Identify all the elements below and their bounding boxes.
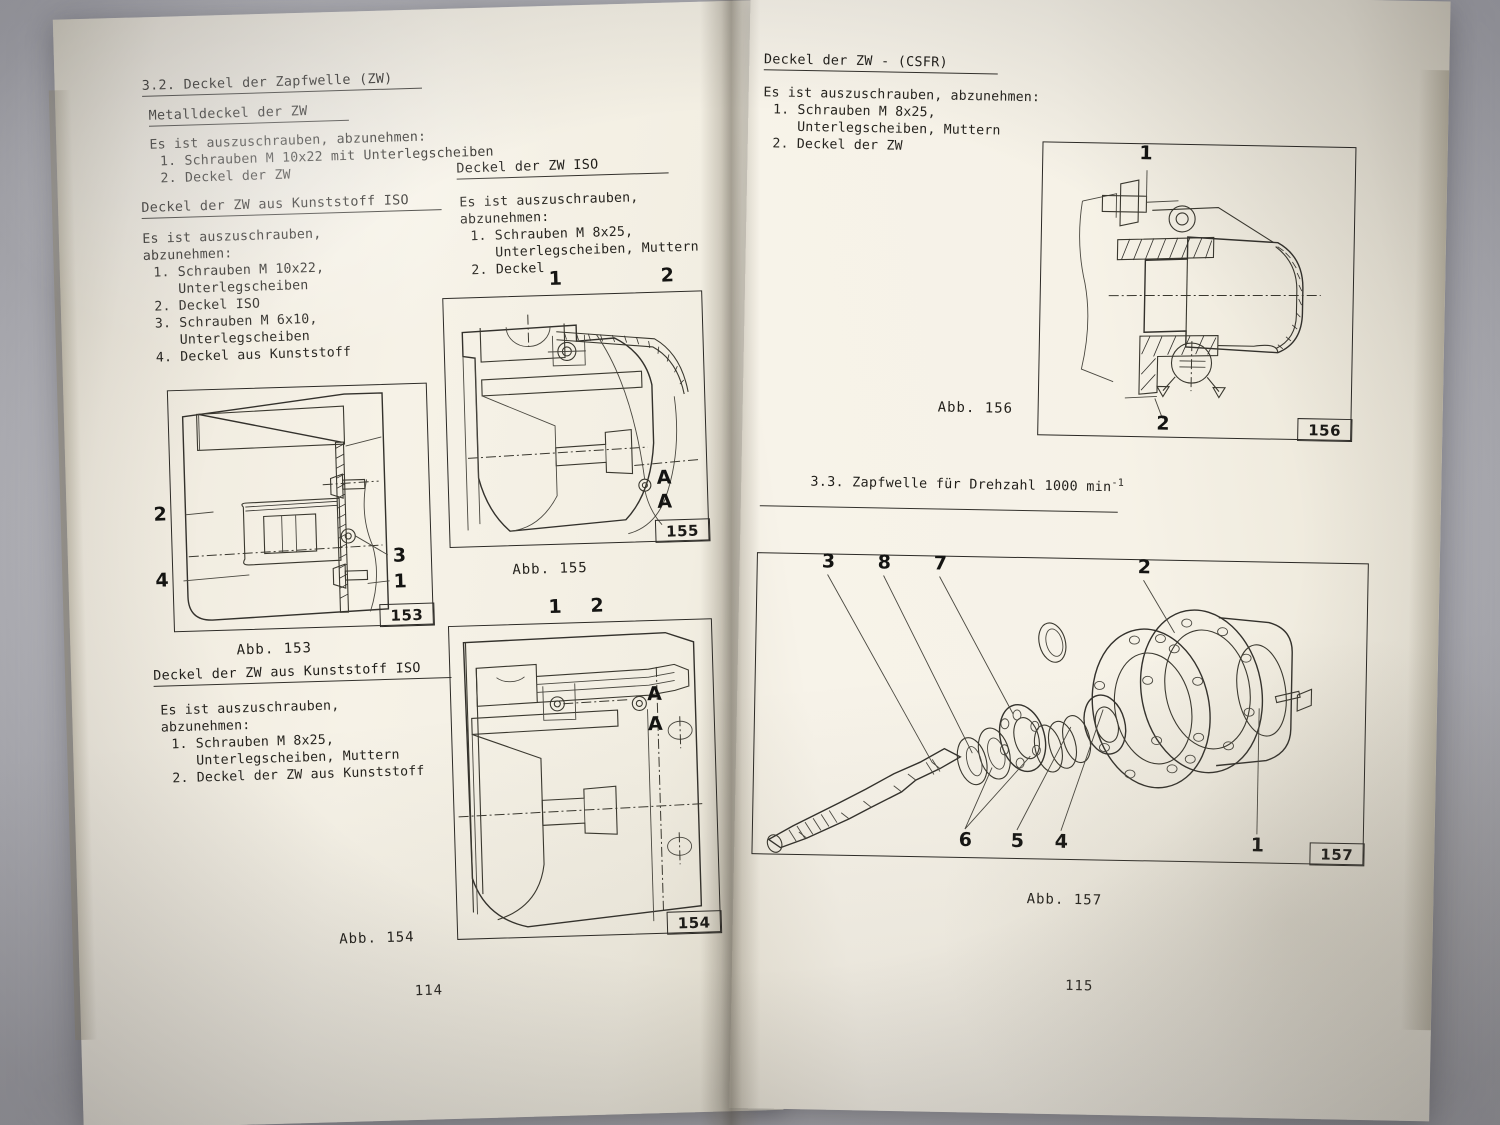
figure-156-callout-2: 2 <box>1156 412 1170 435</box>
figure-155-drawing <box>461 314 699 535</box>
item-metalldeckel-2: 2. Deckel der ZW <box>160 167 291 187</box>
figure-153-callout-1: 1 <box>393 570 408 593</box>
figure-157-caption: Abb. 157 <box>1026 891 1103 909</box>
figure-154-callout-2: 2 <box>590 594 604 617</box>
right-page-number: 115 <box>1064 977 1094 995</box>
figure-154-caption: Abb. 154 <box>338 929 415 948</box>
figure-156-caption: Abb. 156 <box>937 399 1014 417</box>
figure-154-section-mark-a-bottom: A <box>647 712 663 736</box>
right-section-heading: 3.3. Zapfwelle für Drehzahl 1000 min-1 <box>759 456 1124 514</box>
right-section-heading-base: 3.3. Zapfwelle für Drehzahl 1000 min <box>810 474 1112 496</box>
right-section-heading-exponent: -1 <box>1111 477 1125 489</box>
figure-155-section-mark-a-top: A <box>656 466 672 489</box>
figure-156-callout-1: 1 <box>1139 142 1153 165</box>
right-page: Deckel der ZW - (CSFR) Es ist auszuschra… <box>736 52 1414 1054</box>
figure-153-callout-3: 3 <box>392 544 407 567</box>
figure-155-callout-1: 1 <box>548 267 563 290</box>
heading-kunststoff-iso-2: Deckel der ZW aus Kunststoff ISO <box>153 660 452 687</box>
figure-155-caption: Abb. 155 <box>512 559 588 579</box>
figure-157-callout-3: 3 <box>821 550 836 573</box>
figure-157-callout-1: 1 <box>1250 834 1265 857</box>
figure-153-caption: Abb. 153 <box>236 640 313 659</box>
figure-156-badge: 156 <box>1296 417 1353 442</box>
book-gutter <box>700 0 760 1125</box>
figure-154: 1 2 A A 154 <box>447 594 722 940</box>
figure-157-callout-4: 4 <box>1054 830 1069 853</box>
figure-157-callout-6: 6 <box>958 828 973 852</box>
figure-155-callout-2: 2 <box>660 264 675 287</box>
heading-metalldeckel: Metalldeckel der ZW <box>148 102 349 127</box>
figure-154-drawing <box>458 631 705 928</box>
figure-157-callout-5: 5 <box>1010 829 1025 853</box>
left-page-number: 114 <box>414 982 444 1000</box>
figure-155-badge: 155 <box>654 517 711 543</box>
figure-157-drawing <box>766 574 1313 853</box>
figure-155-section-mark-a-bottom: A <box>657 490 673 513</box>
figure-155: 1 2 A A 155 <box>442 264 711 549</box>
figure-154-callout-1: 1 <box>548 595 562 619</box>
figure-157-callout-7: 7 <box>933 552 948 575</box>
figure-157: 3 8 7 2 6 5 4 1 157 <box>751 550 1369 867</box>
left-page: 3.2. Deckel der Zapfwelle (ZW) Metalldec… <box>136 61 765 1058</box>
item-deckel-zw-iso-2: 2. Deckel <box>471 261 545 279</box>
figure-157-callout-8: 8 <box>877 551 892 574</box>
item-csfr-2: 2. Deckel der ZW <box>772 136 903 154</box>
heading-kunststoff-iso: Deckel der ZW aus Kunststoff ISO <box>141 192 442 219</box>
figure-156-drawing <box>1079 170 1321 419</box>
figure-157-callout-2: 2 <box>1137 556 1152 579</box>
figure-154-section-mark-a-top: A <box>646 682 663 706</box>
figure-153-badge: 153 <box>379 602 435 627</box>
figure-154-badge: 154 <box>666 909 722 935</box>
figure-157-badge: 157 <box>1309 842 1365 867</box>
figure-153: 2 4 3 1 153 <box>153 382 435 633</box>
heading-deckel-zw-csfr: Deckel der ZW - (CSFR) <box>763 52 999 75</box>
figure-156: 1 2 156 <box>1037 141 1357 442</box>
figure-153-callout-2: 2 <box>153 503 168 526</box>
figure-153-drawing <box>181 392 390 621</box>
figure-153-callout-4: 4 <box>155 569 170 592</box>
